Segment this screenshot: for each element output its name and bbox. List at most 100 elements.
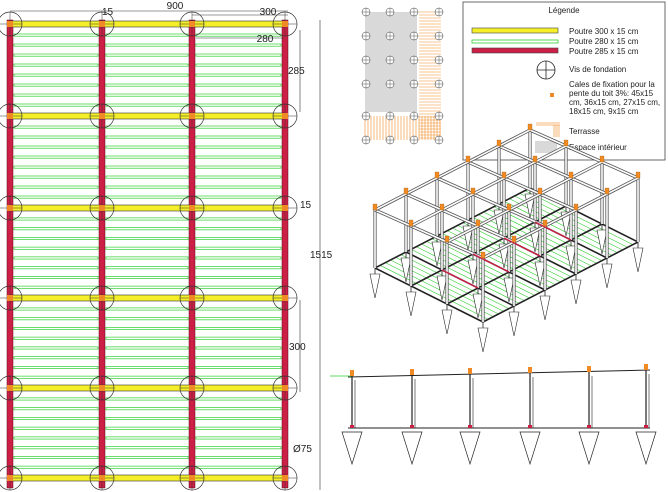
joist bbox=[195, 465, 282, 469]
shim bbox=[282, 113, 288, 119]
joist bbox=[195, 237, 282, 240]
iso-roof-beam bbox=[482, 177, 639, 259]
iso-shim bbox=[475, 219, 481, 227]
legend-beam-280-swatch bbox=[471, 39, 559, 44]
joist bbox=[13, 227, 99, 231]
iso-roof-beam bbox=[441, 209, 479, 227]
shim bbox=[189, 205, 195, 211]
joist bbox=[105, 366, 189, 369]
joist bbox=[195, 266, 282, 270]
iso-shim bbox=[372, 203, 378, 211]
iso-shim bbox=[573, 203, 579, 211]
joist bbox=[13, 317, 99, 321]
joist bbox=[195, 135, 282, 139]
joist bbox=[195, 336, 282, 340]
iso-joist bbox=[411, 249, 520, 304]
overview-plan bbox=[361, 7, 444, 145]
joist bbox=[105, 237, 189, 240]
joist bbox=[13, 366, 99, 369]
joist bbox=[195, 436, 282, 440]
joist bbox=[13, 135, 99, 139]
iso-shim bbox=[444, 235, 450, 243]
yellow-beam-3 bbox=[9, 204, 286, 212]
red-beam-3 bbox=[188, 19, 196, 489]
shim bbox=[7, 205, 13, 211]
joist bbox=[105, 356, 189, 360]
joist bbox=[195, 256, 282, 260]
iso-roof-beam bbox=[374, 129, 531, 211]
legend-shim-label-3: cm, 36x15 cm, 27x15 cm, bbox=[569, 98, 660, 107]
joist bbox=[105, 135, 189, 139]
iso-pile bbox=[477, 327, 489, 353]
joist bbox=[105, 227, 189, 231]
iso-roof-beam bbox=[565, 145, 603, 163]
iso-shim bbox=[403, 187, 409, 195]
iso-pile bbox=[570, 279, 582, 305]
iso-joist bbox=[493, 206, 602, 261]
iso-roof-beam bbox=[539, 193, 577, 211]
joist bbox=[13, 327, 99, 330]
iso-roof-beam bbox=[534, 161, 572, 179]
joist bbox=[13, 165, 99, 169]
iso-pile bbox=[369, 273, 381, 299]
joist bbox=[13, 246, 99, 250]
joist bbox=[13, 266, 99, 270]
side-elevation-view bbox=[330, 364, 657, 466]
iso-joist bbox=[447, 230, 556, 285]
legend-interior-label: Espace intérieur bbox=[569, 143, 627, 152]
joist bbox=[13, 346, 99, 350]
iso-red-beam bbox=[534, 221, 572, 241]
elev-shim bbox=[410, 369, 414, 375]
elev-shim bbox=[350, 370, 354, 376]
iso-joist bbox=[380, 265, 489, 320]
iso-shim bbox=[501, 171, 507, 179]
iso-roof-beam bbox=[374, 209, 412, 227]
joist bbox=[105, 285, 189, 289]
dim-beam-right: 15 bbox=[300, 200, 312, 211]
joist bbox=[105, 185, 189, 189]
joist bbox=[195, 63, 282, 67]
legend-beam-300-swatch bbox=[471, 27, 559, 34]
joist bbox=[13, 73, 99, 77]
iso-pile bbox=[601, 263, 613, 289]
iso-pile bbox=[632, 247, 644, 273]
elev-shim bbox=[644, 364, 648, 370]
joist bbox=[13, 217, 99, 221]
iso-shim bbox=[604, 187, 610, 195]
joist bbox=[195, 276, 282, 279]
joist bbox=[13, 43, 99, 47]
joist bbox=[195, 185, 282, 189]
red-beam-2 bbox=[98, 19, 106, 489]
iso-floor-beam bbox=[482, 241, 639, 323]
red-beam-1 bbox=[6, 19, 14, 489]
joist bbox=[105, 307, 189, 311]
joist bbox=[195, 407, 282, 411]
elev-red-beam bbox=[350, 425, 354, 428]
joist bbox=[195, 195, 282, 199]
legend-shim-label-4: 18x15 cm, 9x15 cm bbox=[569, 107, 639, 116]
elev-pile bbox=[341, 431, 363, 466]
joist bbox=[195, 397, 282, 401]
elev-pile bbox=[635, 431, 657, 466]
yellow-beam-4 bbox=[9, 294, 286, 302]
iso-red-beam bbox=[472, 253, 510, 273]
elev-red-beam bbox=[410, 425, 414, 428]
iso-red-beam bbox=[441, 269, 479, 289]
joist bbox=[195, 356, 282, 360]
iso-roof-beam bbox=[601, 161, 639, 179]
dimensions: 900 15 300 280 285 15 1515 300 Ø75 bbox=[10, 1, 333, 490]
joist bbox=[105, 53, 189, 57]
shim bbox=[189, 113, 195, 119]
joist bbox=[105, 397, 189, 401]
shim bbox=[282, 385, 288, 391]
terrace-swatch bbox=[536, 122, 560, 137]
joist bbox=[105, 266, 189, 270]
joist bbox=[195, 375, 282, 379]
joist bbox=[105, 43, 189, 47]
iso-joist bbox=[457, 225, 566, 280]
iso-joist bbox=[385, 262, 494, 317]
shim bbox=[282, 21, 288, 27]
joist bbox=[195, 227, 282, 231]
joist bbox=[13, 93, 99, 97]
iso-joist bbox=[473, 217, 582, 272]
